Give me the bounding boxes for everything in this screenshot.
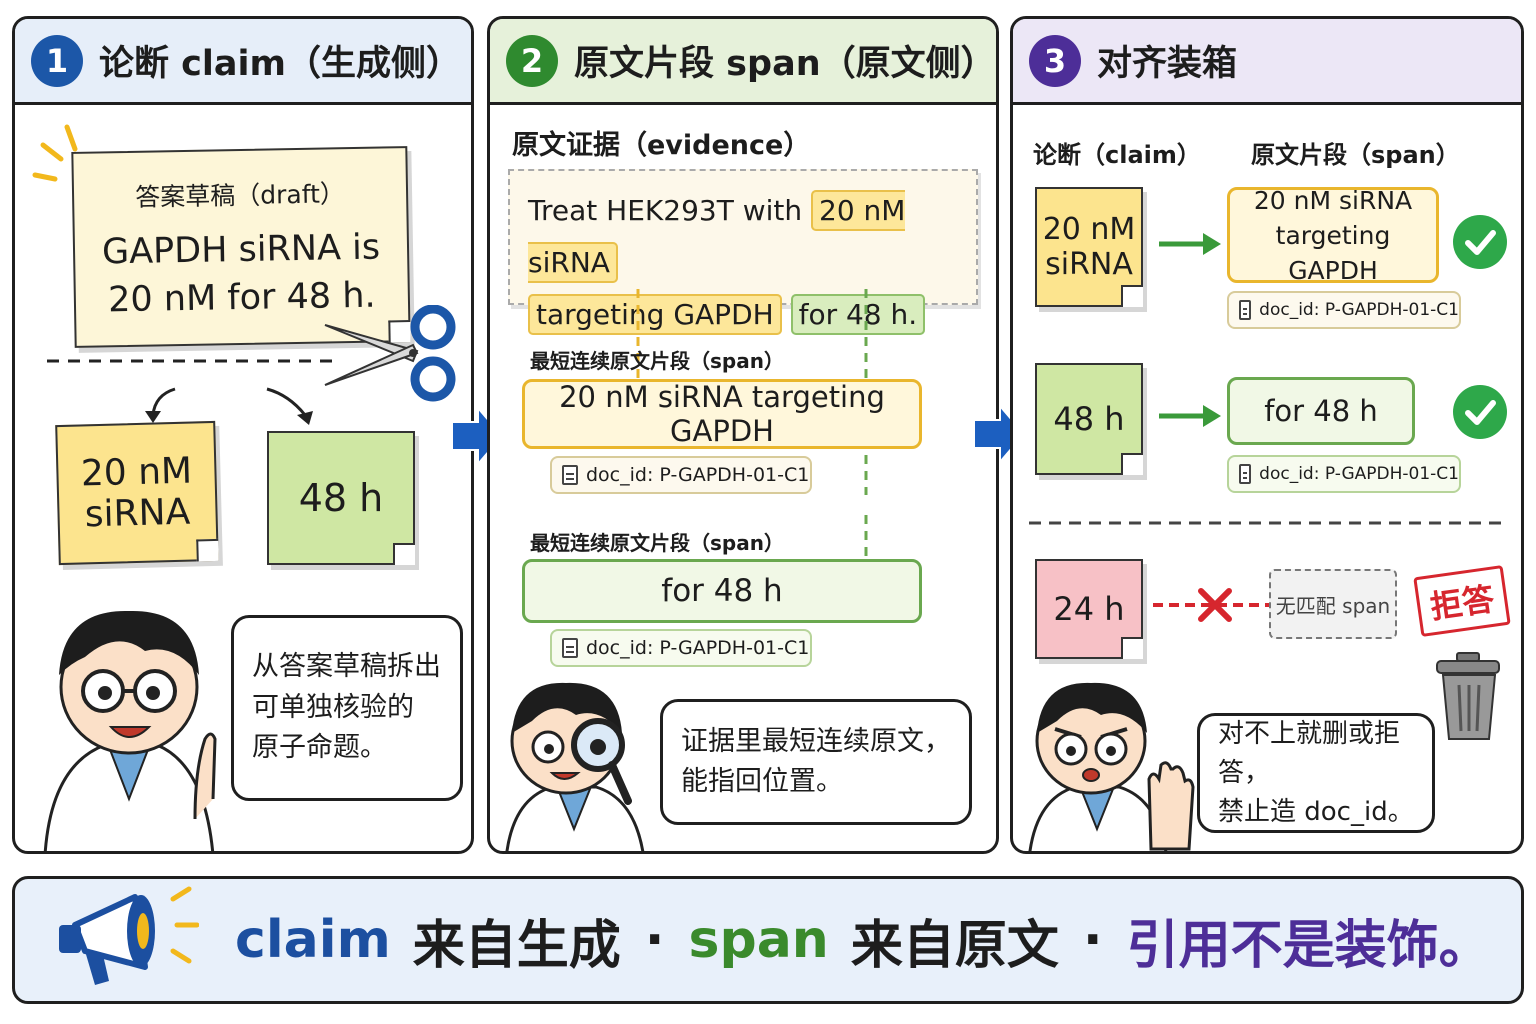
draft-text-line1: GAPDH siRNA is	[101, 227, 381, 273]
arrow-right-icon	[1159, 405, 1221, 427]
step-number: 3	[1029, 34, 1081, 87]
connector-lines	[636, 289, 868, 569]
claim-line1: 48 h	[298, 476, 384, 520]
cross-icon	[1198, 588, 1232, 622]
check-icon	[1453, 215, 1507, 269]
step-number: 1	[31, 34, 83, 87]
bubble-line1: 从答案草稿拆出	[252, 651, 441, 683]
doc-id-badge: doc_id: P-GAPDH-01-C1	[550, 456, 812, 494]
document-icon	[1239, 300, 1252, 320]
doc-id-badge: doc_id: P-GAPDH-01-C1	[550, 629, 812, 667]
evidence-box: Treat HEK293T with 20 nM siRNA targeting…	[508, 169, 978, 335]
span-line2: targeting GAPDH	[1275, 220, 1391, 285]
span-box-duration: for 48 h	[522, 559, 922, 623]
banner-claim: claim	[235, 910, 391, 970]
claim-line2: siRNA	[1045, 247, 1133, 282]
doc-id-badge: doc_id: P-GAPDH-01-C1	[1227, 291, 1461, 329]
span-box-concentration: 20 nM siRNA targeting GAPDH	[522, 379, 922, 449]
scissors-icon	[324, 305, 456, 402]
span-line1: 20 nM siRNA	[1253, 185, 1413, 215]
panel-span: 2 原文片段 span（原文侧） 原文证据（evidence） Treat HE…	[487, 16, 999, 854]
bubble-line3: 原子命题。	[252, 732, 387, 764]
document-icon	[562, 465, 578, 485]
claim-note-concentration: 20 nM siRNA	[1035, 187, 1143, 307]
panel-title: 原文片段 span（原文侧）	[574, 44, 996, 84]
banner-tail: 引用不是装饰。	[1126, 915, 1491, 976]
claim-line2: siRNA	[84, 491, 191, 536]
speech-bubble: 证据里最短连续原文， 能指回位置。	[660, 699, 972, 825]
column-header-claim: 论断（claim）	[1033, 141, 1201, 169]
megaphone-icon	[59, 886, 199, 985]
scientist-avatar	[43, 610, 217, 851]
bubble-line1: 证据里最短连续原文，	[681, 725, 951, 757]
evidence-label: 原文证据（evidence）	[512, 130, 811, 161]
document-icon	[1239, 464, 1252, 484]
panel-header: 1 论断 claim（生成侧）	[15, 19, 471, 105]
bubble-line2: 禁止造 doc_id。	[1218, 796, 1414, 827]
arrow-right-icon	[1159, 233, 1221, 255]
document-icon	[562, 638, 578, 658]
claim-note-concentration: 20 nM siRNA	[55, 420, 219, 566]
doc-id-text: doc_id: P-GAPDH-01-C1	[586, 637, 810, 659]
doc-id-text: doc_id: P-GAPDH-01-C1	[586, 464, 810, 486]
span-box-concentration: 20 nM siRNA targeting GAPDH	[1227, 186, 1439, 285]
banner-span-rest: 来自原文	[850, 915, 1059, 976]
claim-line1: 20 nM	[80, 450, 193, 495]
doc-id-text: doc_id: P-GAPDH-01-C1	[1259, 300, 1459, 320]
span-box-duration: for 48 h	[1227, 377, 1415, 445]
panel-header: 3 对齐装箱	[1013, 19, 1521, 105]
speech-bubble: 对不上就删或拒答， 禁止造 doc_id。	[1197, 713, 1435, 833]
panel-title: 论断 claim（生成侧）	[99, 44, 462, 84]
scientist-magnifier-avatar	[505, 682, 645, 851]
step-number: 2	[506, 34, 558, 87]
span-label-1: 最短连续原文片段（span）	[530, 349, 784, 373]
summary-banner: claim 来自生成 · span 来自原文 · 引用不是装饰。	[12, 876, 1524, 1004]
span-label-2: 最短连续原文片段（span）	[530, 531, 784, 555]
panel-align: 3 对齐装箱 论断（claim） 原文片段（span） 20 nM siRNA …	[1010, 16, 1524, 854]
panel-title: 对齐装箱	[1097, 44, 1238, 84]
claim-line1: 48 h	[1053, 400, 1125, 438]
banner-claim-rest: 来自生成	[412, 915, 621, 976]
banner-separator: ·	[644, 910, 665, 970]
evidence-highlight-duration: for 48 h.	[790, 294, 926, 335]
divider	[1029, 521, 1505, 525]
column-header-span: 原文片段（span）	[1251, 141, 1460, 169]
bubble-line1: 对不上就删或拒答，	[1218, 718, 1401, 788]
panel-claim: 1 论断 claim（生成侧） 答案草稿（draft） GAPDH siRNA …	[12, 16, 474, 854]
doc-id-badge: doc_id: P-GAPDH-01-C1	[1227, 455, 1461, 493]
banner-separator: ·	[1082, 910, 1103, 970]
claim-note-duration: 48 h	[267, 431, 415, 565]
draft-label: 答案草稿（draft）	[135, 179, 346, 212]
cut-line	[47, 359, 335, 425]
speech-bubble: 从答案草稿拆出 可单独核验的 原子命题。	[231, 615, 463, 801]
panel-header: 2 原文片段 span（原文侧）	[490, 19, 996, 105]
trash-icon	[1436, 652, 1500, 740]
evidence-prefix: Treat HEK293T with	[528, 194, 803, 227]
banner-text: claim 来自生成 · span 来自原文 · 引用不是装饰。	[235, 903, 1491, 978]
sparkle-icon	[32, 124, 78, 182]
banner-span: span	[688, 910, 829, 970]
bubble-line2: 可单独核验的	[252, 691, 414, 723]
check-icon	[1453, 385, 1507, 439]
doc-id-text: doc_id: P-GAPDH-01-C1	[1259, 464, 1459, 484]
claim-note-rejected: 24 h	[1035, 559, 1143, 659]
bubble-line2: 能指回位置。	[681, 766, 843, 797]
no-match-span: 无匹配 span	[1269, 569, 1397, 639]
reject-stamp: 拒答	[1413, 565, 1511, 637]
evidence-highlight-target: targeting GAPDH	[528, 294, 782, 335]
claim-note-duration: 48 h	[1035, 363, 1143, 475]
claim-line1: 24 h	[1053, 590, 1125, 628]
claim-line1: 20 nM	[1042, 212, 1136, 247]
scientist-stop-avatar	[1028, 682, 1195, 851]
